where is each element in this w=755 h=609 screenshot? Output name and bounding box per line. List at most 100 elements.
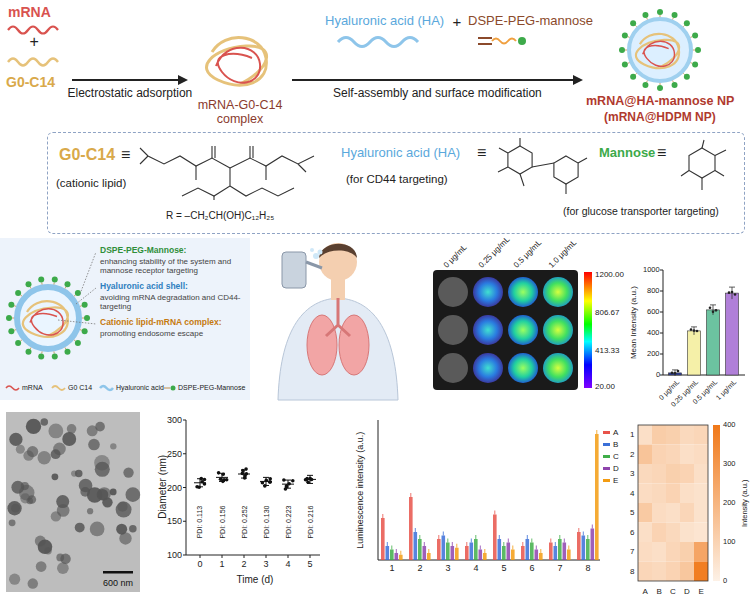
human-illustration-part [326,298,350,336]
bar-chart-part [731,291,734,294]
legend-swatch [603,467,610,470]
tem-image-part [95,422,105,432]
heatmap-part [694,484,708,504]
heatmap-part [680,425,694,445]
heatmap-part [652,425,666,445]
nanoparticle-illustration-part [622,32,628,38]
nanoparticle-illustration-part [23,301,68,337]
bar-chart-part [726,293,739,375]
nanoparticle-illustration-part [53,283,54,285]
text-label: avoiding mRNA degradation and CD44-targe… [100,293,245,311]
tem-image-part [110,443,116,449]
nanoparticle-illustration-part-part [23,301,68,337]
tem-image-part [53,443,66,456]
nanoparticle-illustration-part [52,353,58,359]
heatmap-part [666,425,680,445]
luminescence-chart-part [451,546,455,560]
nanoparticle-illustration-part [660,15,661,17]
leader-line-part [58,320,96,324]
luminescence-chart-part [446,543,450,561]
tem-image-part [40,418,48,426]
well-plate-part [508,353,538,383]
heatmap-part [666,464,680,484]
heatmap-part [680,562,694,582]
heatmap-part [713,425,720,581]
heatmap-part [666,542,680,562]
human-illustration-part [319,243,357,281]
luminescence-chart-part [437,539,441,560]
bar-chart-part [671,372,674,375]
tem-image-part [52,473,59,480]
luminescence-chart-part [494,511,495,515]
luminescence-chart-part [582,536,586,561]
complex-illustration-part [207,38,267,86]
tem-image-part [9,433,22,446]
well-plate [433,270,592,390]
luminescence-chart-part [395,553,399,560]
luminescence-chart-part [587,535,588,539]
text-label: 1 μg/mL [715,378,739,402]
nanoparticle-illustration-part [630,20,636,26]
nanoparticle-illustration-part [74,295,76,296]
nanoparticle-illustration-part [657,9,663,15]
nanoparticle-illustration-part [672,18,674,20]
leader-line [58,252,96,324]
well-plate-part [473,277,503,307]
tem-image-part [7,501,21,515]
tem-image-part [123,467,133,477]
tem-image-part [16,445,25,454]
nanoparticle-illustration-part [8,302,14,308]
heatmap-part [652,542,666,562]
bar-chart-part [660,270,663,375]
dspe-peg-mannose-icon-part [492,39,516,44]
text-label: G0-C14 [6,74,55,90]
nanoparticle-illustration-part [8,328,14,334]
bar-chart-part [663,270,745,375]
heatmap-part [680,484,694,504]
human-illustration-part [339,315,369,375]
text-label: PDI: 0.216 [306,505,314,538]
luminescence-chart-part [465,546,469,560]
nanoparticle-illustration-part [619,47,625,53]
heatmap-part [638,484,652,504]
nanoparticle-illustration-part-part [30,309,63,335]
text-label: 250 [167,449,182,459]
leader-line-part [80,252,96,294]
nanoparticle-illustration-part [646,18,648,20]
nanoparticle-illustration [619,9,701,91]
diameter-chart-part [194,479,206,487]
heatmap-part [638,562,652,582]
mannose-structure-part [689,148,715,178]
luminescence-chart-part [484,549,485,553]
scale-bar [103,571,133,574]
luminescence-chart [378,420,600,560]
luminescence-chart-part [554,546,558,560]
text-label: 800 [647,287,660,296]
heatmap-part [694,542,708,562]
luminescence-chart-part [507,543,511,561]
text-label: 3 [630,469,634,478]
nanoparticle-illustration-part [41,283,42,285]
nanoparticle-illustration-part [636,34,679,68]
luminescence-chart-part [474,539,478,560]
legend-label: Hyaluronic acid [116,384,164,392]
nanoparticle-illustration-part [692,32,698,38]
heatmap-part [680,523,694,543]
heatmap-part [652,523,666,543]
nanoparticle-illustration-part [635,25,636,26]
well-plate-part [438,277,468,307]
tem-image-part [56,554,64,562]
flow-arrow-part [292,79,574,81]
luminescence-chart-part [568,546,569,550]
heatmap-part [638,542,652,562]
nanoparticle-illustration-part [20,295,22,296]
diameter-chart-part [268,480,272,484]
bar-chart-part [728,291,731,294]
text-label: 1 [390,563,395,573]
legend-swatch [603,443,610,446]
bar-chart-part [712,310,715,313]
tem-image-part [116,524,127,535]
bar-chart-part [674,372,677,375]
legend-swatch [603,455,610,458]
heatmap-part [652,445,666,465]
